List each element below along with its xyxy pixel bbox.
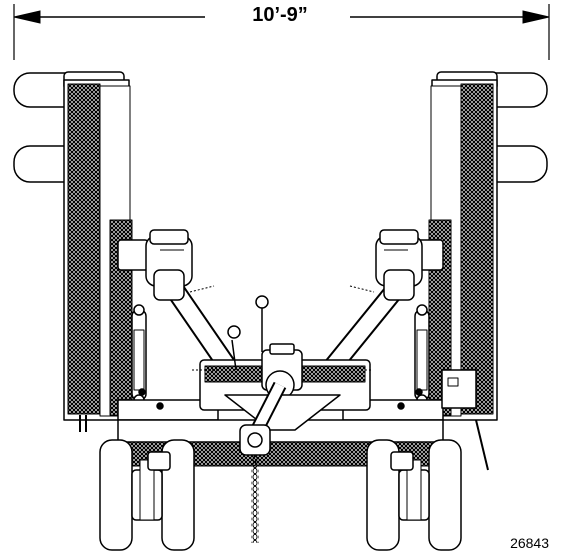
left-chain-guard xyxy=(67,83,101,415)
right-gearbox xyxy=(320,229,423,380)
right-chain-guard xyxy=(460,83,494,415)
figure-number: 26843 xyxy=(510,535,549,551)
right-rear-wheels xyxy=(366,439,462,551)
dimension-arrow-left xyxy=(13,10,41,24)
center-lift-handle xyxy=(255,295,269,309)
right-control-box xyxy=(441,369,477,409)
center-section xyxy=(117,295,444,467)
right-wing-deck xyxy=(342,71,548,471)
transport-chain xyxy=(251,455,259,543)
left-rear-wheels xyxy=(99,439,195,551)
hitch-a-frame xyxy=(224,394,341,431)
dimension-arrow-right xyxy=(522,10,550,24)
dimension-line xyxy=(13,4,550,60)
left-lift-handle xyxy=(227,325,241,339)
width-dimension-label: 10’-9” xyxy=(252,4,308,26)
left-wing-deck xyxy=(13,71,219,432)
left-gearbox xyxy=(145,229,240,380)
